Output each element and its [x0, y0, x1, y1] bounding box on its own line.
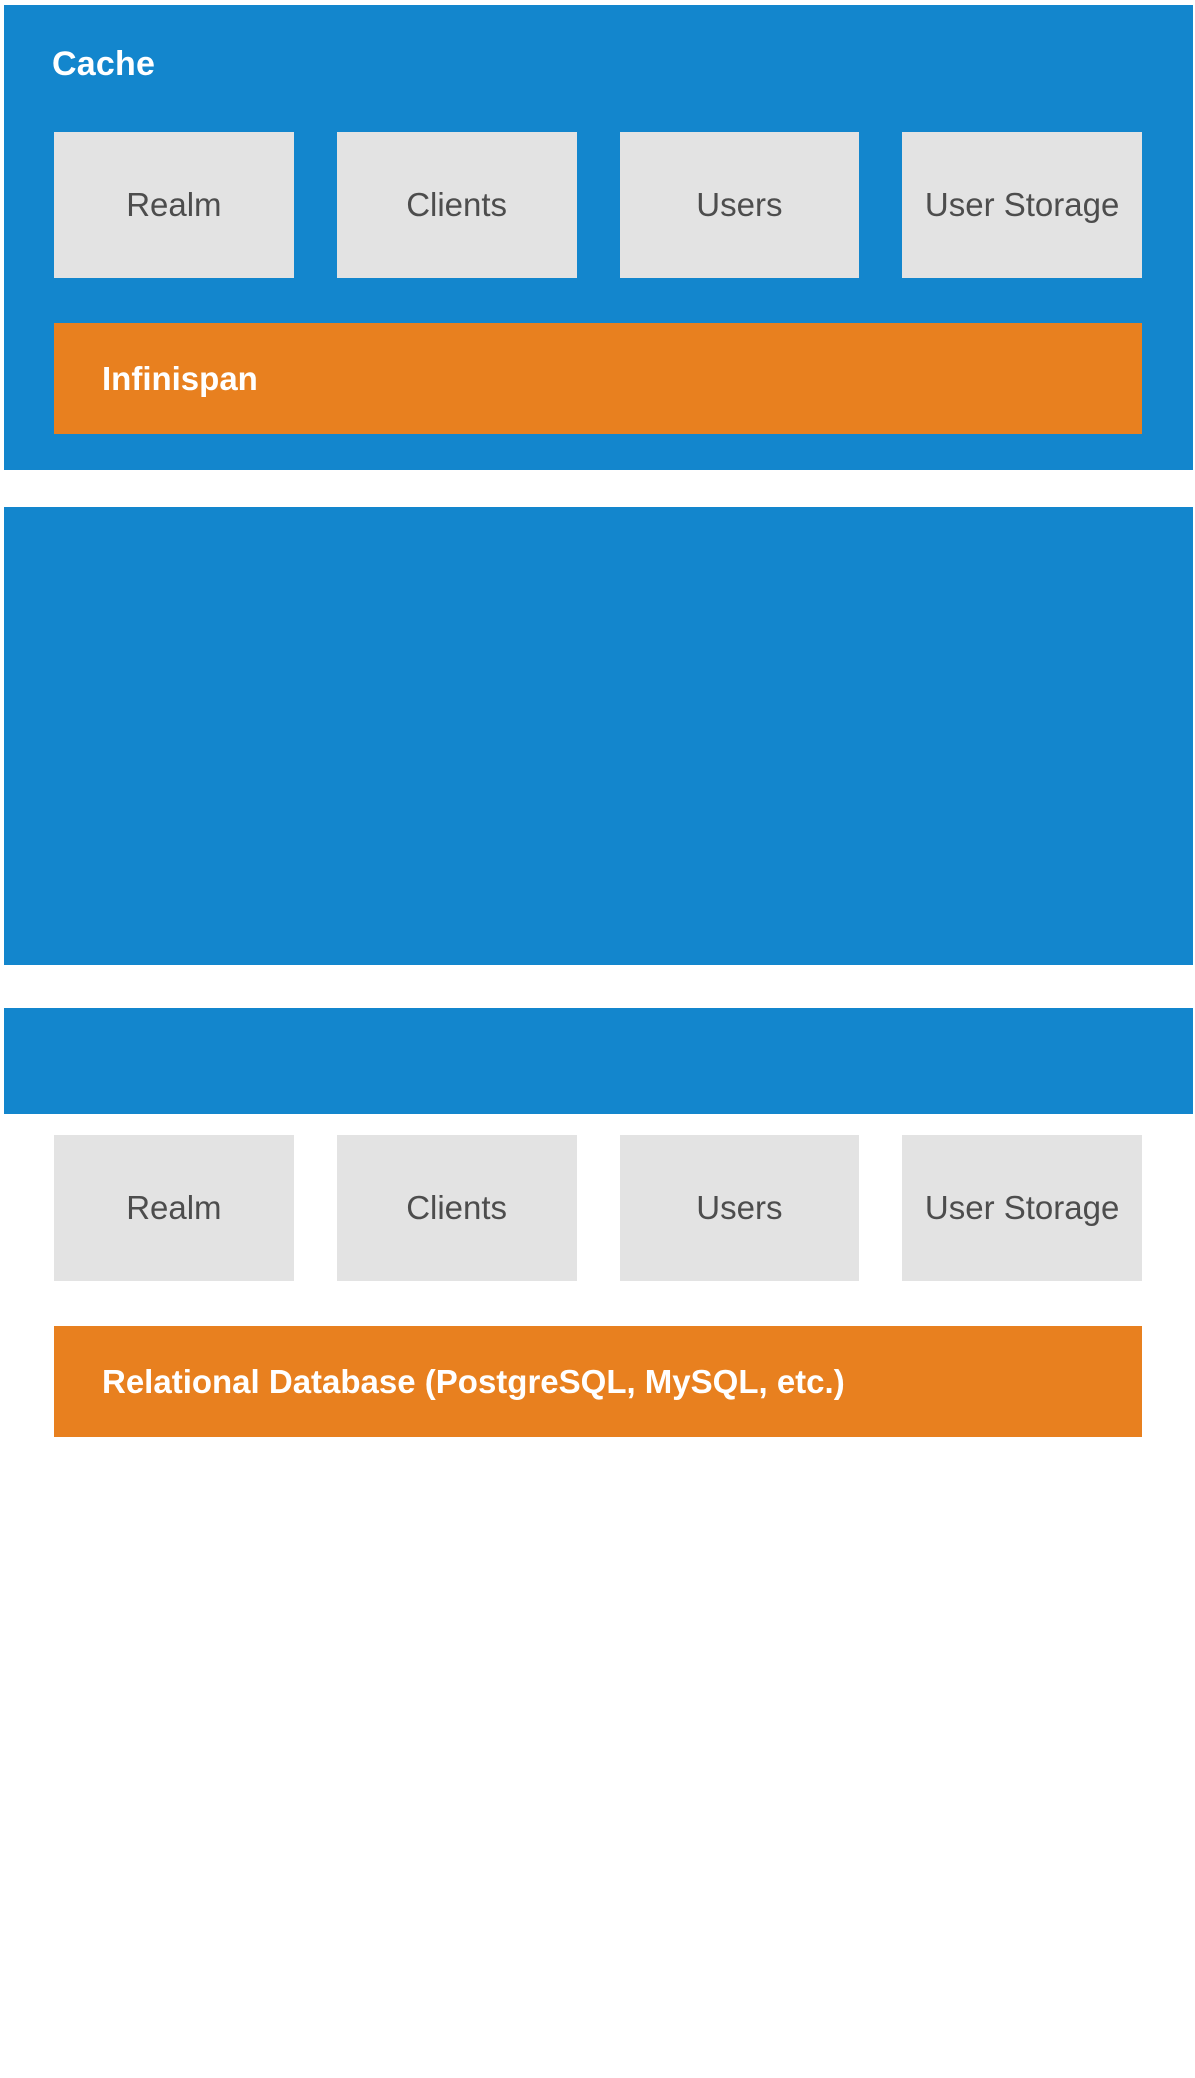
module-label: Users — [696, 1189, 783, 1226]
module-label: User Storage — [924, 1189, 1120, 1226]
layer-title-cache: Cache — [52, 45, 156, 83]
module-box-cache-user-storage[interactable]: User Storage — [902, 132, 1142, 278]
module-label: Users — [696, 186, 783, 223]
module-label: Clients — [406, 186, 508, 223]
layer-panel-spi: SPI — [4, 1008, 1193, 2078]
layer-title-spi: SPI — [52, 2040, 108, 2078]
module-box-database-user-storage[interactable]: User Storage — [902, 1135, 1142, 1281]
implementation-bar-infinispan[interactable]: Infinispan — [54, 323, 1142, 434]
module-box-database-users[interactable]: Users — [619, 1135, 860, 1281]
module-box-cache-clients[interactable]: Clients — [336, 132, 577, 278]
layer-panel-cache: Cache Realm Clients Users User Storage I… — [4, 5, 1193, 470]
architecture-diagram: Cache Realm Clients Users User Storage I… — [4, 5, 1193, 2078]
module-label: Realm — [126, 186, 222, 223]
module-box-database-clients[interactable]: Clients — [336, 1135, 577, 1281]
implementation-label: Infinispan — [102, 359, 258, 397]
layer-panel-database: Database Realm Clients Users User Storag… — [4, 507, 1193, 1437]
module-label: User Storage — [924, 186, 1120, 223]
module-label: Realm — [126, 1189, 222, 1226]
implementation-label: Relational Database (PostgreSQL, MySQL, … — [102, 1362, 845, 1400]
implementation-bar-relational-database[interactable]: Relational Database (PostgreSQL, MySQL, … — [54, 1326, 1142, 1437]
module-label: Clients — [406, 1189, 508, 1226]
module-row-database: Realm Clients Users User Storage — [54, 1135, 1142, 1281]
module-box-cache-users[interactable]: Users — [619, 132, 860, 278]
module-box-database-realm[interactable]: Realm — [54, 1135, 294, 1281]
module-box-cache-realm[interactable]: Realm — [54, 132, 294, 278]
module-row-cache: Realm Clients Users User Storage — [54, 132, 1142, 278]
